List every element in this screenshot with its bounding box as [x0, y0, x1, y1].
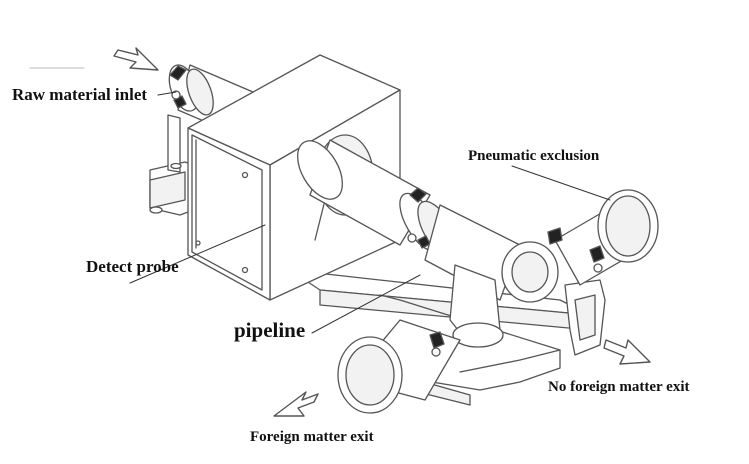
tee-fitting — [424, 204, 559, 348]
label-detect-probe: Detect probe — [86, 257, 179, 276]
label-foreign-matter-exit: Foreign matter exit — [250, 429, 374, 445]
direction-arrows — [113, 47, 651, 417]
leader-probe — [129, 224, 266, 284]
leader-pipeline — [311, 274, 421, 334]
leader-inlet — [157, 91, 177, 96]
foreign-matter-arrow-icon — [273, 391, 319, 417]
leader-pneumatic — [511, 165, 611, 201]
leader-lines — [129, 91, 611, 334]
reject-outlet-cylinder — [337, 319, 461, 414]
no-foreign-matter-arrow-icon — [603, 339, 651, 365]
inlet-arrow-icon — [113, 47, 159, 71]
main-pipe — [297, 139, 459, 260]
label-raw-material-inlet: Raw material inlet — [12, 85, 148, 104]
pneumatic-cylinder — [547, 189, 659, 286]
label-pneumatic-exclusion: Pneumatic exclusion — [468, 148, 600, 164]
label-no-foreign-matter-exit: No foreign matter exit — [548, 379, 690, 395]
label-pipeline: pipeline — [234, 318, 306, 342]
